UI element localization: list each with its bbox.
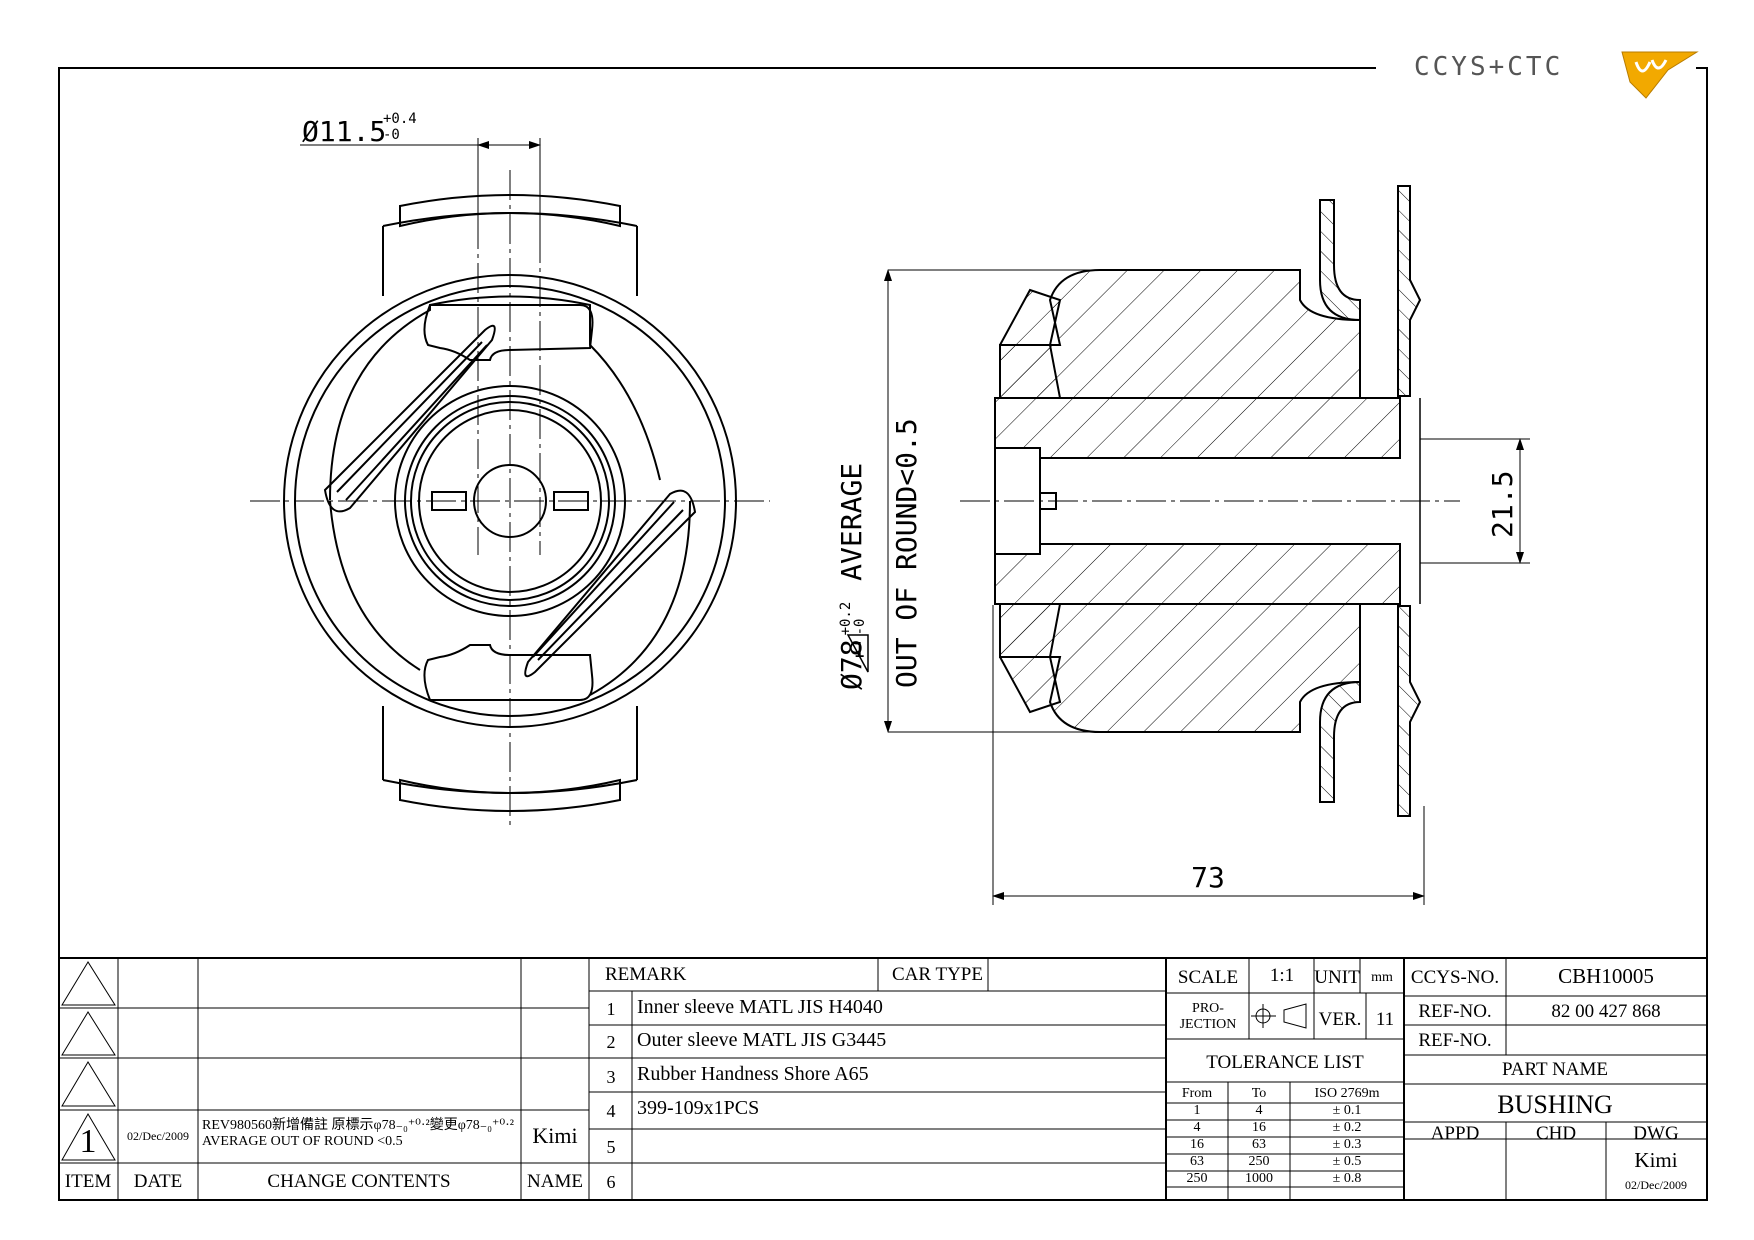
dimensions xyxy=(300,138,1530,905)
od-tol-upper: +0.2 xyxy=(838,601,854,636)
tolerance-tol: ± 0.2 xyxy=(1332,1120,1362,1135)
tolerance-tol: ± 0.1 xyxy=(1332,1103,1362,1118)
ref-no-label-2: REF-NO. xyxy=(1418,1030,1492,1051)
ccys-no-value: CBH10005 xyxy=(1558,964,1654,988)
tolerance-to: 1000 xyxy=(1245,1171,1273,1186)
appd-label: APPD xyxy=(1430,1123,1480,1144)
tolerance-tol: ± 0.8 xyxy=(1332,1171,1362,1186)
tolerance-to: 4 xyxy=(1255,1103,1263,1118)
od-suffix: AVERAGE xyxy=(835,462,868,581)
part-name-value: BUSHING xyxy=(1497,1090,1613,1119)
od-tol-lower: -0 xyxy=(852,618,868,636)
rubber-upper xyxy=(999,269,1361,399)
tolerance-to: 16 xyxy=(1252,1120,1266,1135)
inner-sleeve-lower xyxy=(994,543,1401,605)
hole-tol-lower: -0 xyxy=(383,127,400,143)
rev-header-date: DATE xyxy=(133,1171,183,1192)
projection-label-1: PRO- xyxy=(1192,1001,1224,1016)
rev-change-line1: REV980560新增備註 原標示φ78₋₀⁺⁰·²變更φ78₋₀⁺⁰·² xyxy=(202,1118,514,1133)
projection-label-2: JECTION xyxy=(1179,1017,1237,1032)
rubber-lower xyxy=(999,603,1361,733)
remark-no-3: 3 xyxy=(606,1067,616,1087)
company-logo: CCYS+CTC xyxy=(1414,52,1564,82)
tolerance-to: 250 xyxy=(1248,1154,1270,1169)
rev-item-1: 1 xyxy=(79,1123,97,1160)
hole-tol-upper: +0.4 xyxy=(383,111,417,127)
remark-text-2: Outer sleeve MATL JIS G3445 xyxy=(637,1029,887,1051)
scale-value: 1:1 xyxy=(1269,965,1295,986)
rev-header-name: NAME xyxy=(527,1171,583,1192)
remark-no-6: 6 xyxy=(606,1172,616,1192)
tolerance-header-from: From xyxy=(1181,1086,1213,1101)
car-type-label: CAR TYPE xyxy=(892,964,983,985)
remark-no-1: 1 xyxy=(606,999,616,1019)
outer-sleeve-lower xyxy=(1319,680,1361,803)
tolerance-from: 1 xyxy=(1193,1103,1201,1118)
tolerance-tol: ± 0.5 xyxy=(1332,1154,1362,1169)
ccys-no-label: CCYS-NO. xyxy=(1410,967,1500,988)
ref-no-value: 82 00 427 868 xyxy=(1551,1001,1661,1022)
tolerance-title: TOLERANCE LIST xyxy=(1206,1052,1364,1073)
dwg-label: DWG xyxy=(1633,1123,1679,1144)
section-view xyxy=(960,185,1460,817)
unit-value: mm xyxy=(1371,970,1393,985)
tolerance-header-iso: ISO 2769m xyxy=(1314,1086,1380,1101)
logo-icon xyxy=(1621,51,1699,99)
chd-label: CHD xyxy=(1535,1123,1577,1144)
rev-header-change: CHANGE CONTENTS xyxy=(267,1171,451,1192)
remark-text-1: Inner sleeve MATL JIS H4040 xyxy=(637,996,883,1018)
tolerance-from: 16 xyxy=(1190,1137,1204,1152)
hole-diameter-label: Ø11.5 xyxy=(302,115,387,148)
rev-date-1: 02/Dec/2009 xyxy=(127,1129,189,1143)
outer-sleeve-upper xyxy=(1319,199,1361,322)
remark-no-2: 2 xyxy=(606,1032,616,1052)
remark-text-4: 399-109x1PCS xyxy=(637,1097,760,1119)
title-block-grid xyxy=(58,957,1708,1201)
dwg-date: 02/Dec/2009 xyxy=(1625,1178,1687,1192)
scale-label: SCALE xyxy=(1177,967,1239,988)
ref-no-label: REF-NO. xyxy=(1418,1001,1492,1022)
front-view xyxy=(250,145,770,830)
revision-triangle-number: 1 xyxy=(853,638,866,662)
unit-label: UNIT xyxy=(1314,967,1360,988)
tolerance-header-to: To xyxy=(1251,1086,1267,1101)
remark-no-4: 4 xyxy=(606,1101,616,1121)
dwg-name: Kimi xyxy=(1634,1148,1678,1172)
tolerance-from: 4 xyxy=(1193,1120,1201,1135)
tolerance-from: 63 xyxy=(1190,1154,1204,1169)
rev-name-1: Kimi xyxy=(532,1123,578,1148)
out-of-round-label: OUT OF ROUND<0.5 xyxy=(890,418,923,688)
length-dimension-label: 73 xyxy=(1191,861,1225,894)
inner-sleeve-upper xyxy=(994,397,1401,459)
part-name-label: PART NAME xyxy=(1501,1059,1609,1080)
tolerance-to: 63 xyxy=(1252,1137,1266,1152)
remark-no-5: 5 xyxy=(606,1137,616,1157)
height-dimension-label: 21.5 xyxy=(1486,470,1519,538)
ver-value: 11 xyxy=(1375,1009,1395,1030)
tolerance-tol: ± 0.3 xyxy=(1332,1137,1362,1152)
remark-label: REMARK xyxy=(605,964,687,985)
tolerance-from: 250 xyxy=(1186,1171,1208,1186)
ver-label: VER. xyxy=(1318,1009,1362,1030)
rev-change-line2: AVERAGE OUT OF ROUND <0.5 xyxy=(202,1134,403,1149)
rev-header-item: ITEM xyxy=(64,1171,112,1192)
remark-text-3: Rubber Handness Shore A65 xyxy=(637,1063,869,1085)
